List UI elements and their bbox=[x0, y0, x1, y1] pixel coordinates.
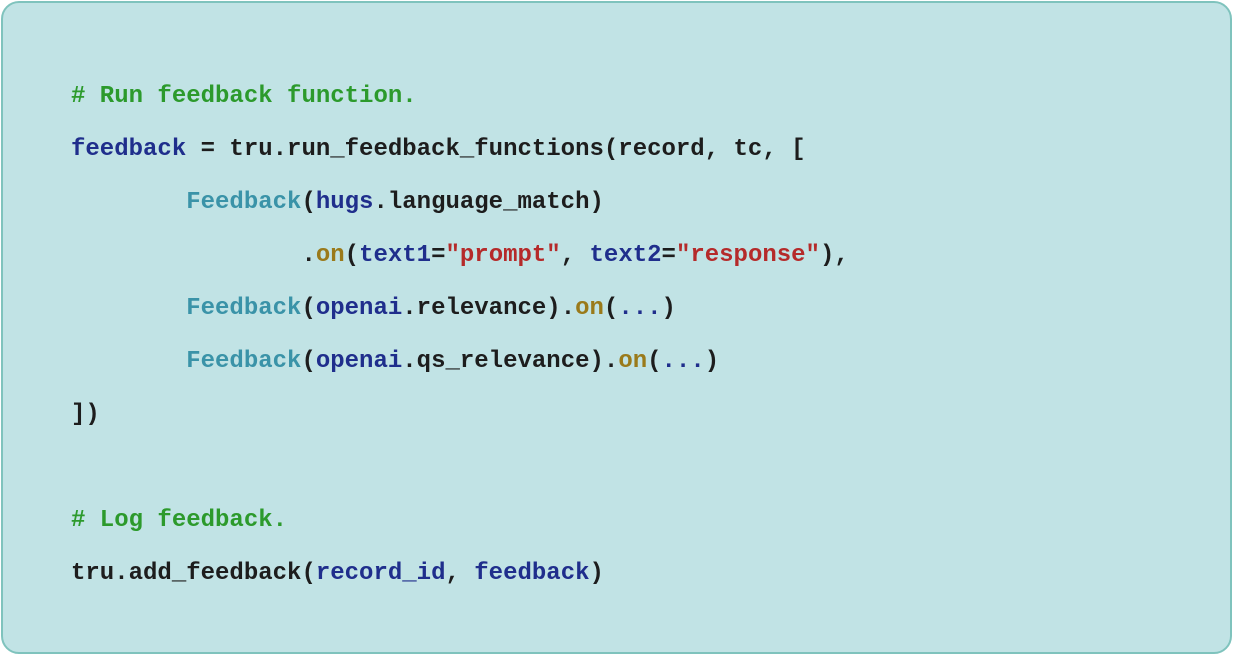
code-line: feedback = tru.run_feedback_functions(re… bbox=[71, 134, 806, 166]
code-method: on bbox=[315, 242, 345, 269]
code-method: on bbox=[575, 295, 604, 322]
code-text: = bbox=[431, 242, 446, 269]
code-method: on bbox=[618, 348, 648, 375]
code-text bbox=[71, 348, 186, 375]
code-line: Feedback(openai.qs_relevance).on(...) bbox=[71, 346, 719, 378]
code-text: ) bbox=[589, 560, 604, 587]
code-ellipsis: ... bbox=[661, 348, 705, 375]
code-variable: hugs bbox=[315, 189, 374, 216]
code-line: .on(text1="prompt", text2="response"), bbox=[71, 240, 849, 272]
code-text: . bbox=[71, 242, 316, 269]
code-line: # Log feedback. bbox=[71, 505, 287, 537]
code-text: , bbox=[560, 242, 590, 269]
code-text: ) bbox=[704, 348, 720, 375]
code-text: ( bbox=[301, 295, 316, 322]
code-text bbox=[71, 295, 186, 322]
code-line: Feedback(openai.relevance).on(...) bbox=[71, 293, 676, 325]
code-variable: text1 bbox=[359, 242, 432, 269]
code-string: "prompt" bbox=[445, 242, 561, 269]
code-class-name: Feedback bbox=[186, 348, 302, 375]
code-text: ), bbox=[819, 242, 849, 269]
code-text: ( bbox=[647, 348, 662, 375]
code-text: .language_match) bbox=[373, 189, 604, 216]
code-text: ( bbox=[603, 295, 619, 322]
code-string: "response" bbox=[675, 242, 820, 269]
code-text: , bbox=[445, 560, 475, 587]
code-text bbox=[71, 189, 186, 216]
code-text: ]) bbox=[71, 401, 100, 428]
code-text: ( bbox=[301, 189, 316, 216]
code-variable: openai bbox=[315, 348, 403, 375]
code-text: = bbox=[661, 242, 676, 269]
code-text: .relevance). bbox=[402, 295, 576, 322]
code-variable: text2 bbox=[589, 242, 662, 269]
code-variable: record_id bbox=[315, 560, 446, 587]
code-line: tru.add_feedback(record_id, feedback) bbox=[71, 558, 604, 590]
code-text: ( bbox=[301, 348, 316, 375]
code-ellipsis: ... bbox=[618, 295, 662, 322]
code-variable: feedback bbox=[474, 560, 590, 587]
code-text: = tru.run_feedback_functions(record, tc,… bbox=[186, 136, 806, 163]
code-line: # Run feedback function. bbox=[71, 81, 417, 113]
code-text: ) bbox=[661, 295, 676, 322]
code-text: .qs_relevance). bbox=[402, 348, 619, 375]
code-line: ]) bbox=[71, 399, 100, 431]
code-variable: feedback bbox=[71, 136, 187, 163]
code-comment: # Log feedback. bbox=[71, 507, 288, 534]
code-variable: openai bbox=[315, 295, 403, 322]
code-text: tru.add_feedback( bbox=[71, 560, 316, 587]
code-class-name: Feedback bbox=[186, 295, 302, 322]
code-class-name: Feedback bbox=[186, 189, 302, 216]
code-text: ( bbox=[344, 242, 360, 269]
code-comment: # Run feedback function. bbox=[71, 83, 417, 110]
code-line: Feedback(hugs.language_match) bbox=[71, 187, 604, 219]
